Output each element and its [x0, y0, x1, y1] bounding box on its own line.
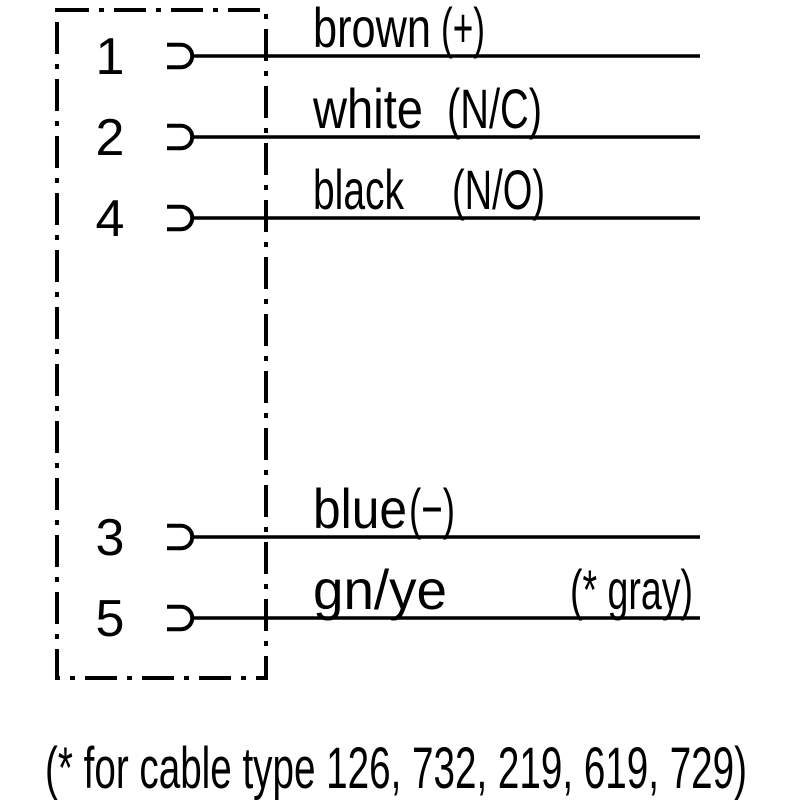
pin-socket-icon: [167, 604, 195, 632]
pin-socket-icon: [167, 204, 195, 232]
wire-color-label: blue: [313, 477, 407, 540]
wire-function-label: (* gray): [570, 558, 693, 621]
wire-function-label: (N/C): [447, 77, 542, 140]
wire-function-label: (N/O): [452, 158, 545, 221]
pin-socket-icon: [167, 42, 195, 70]
wire-function-label: (−): [409, 477, 455, 540]
pin-socket-icon: [167, 523, 195, 551]
wire-color-label: gn/ye: [313, 558, 447, 621]
pin-number: 3: [96, 509, 125, 567]
pin-row: 3 blue (−): [96, 477, 700, 567]
pin-socket-icon: [167, 123, 195, 151]
pin-row: 5 gn/ye (* gray): [96, 558, 700, 648]
pin-number: 2: [96, 109, 125, 167]
wire-color-label: brown: [313, 0, 431, 59]
pin-number: 4: [96, 190, 125, 248]
wire-color-label: white: [312, 77, 423, 140]
pin-row: 4 black (N/O): [96, 158, 700, 248]
pin-row: 2 white (N/C): [96, 77, 700, 167]
pin-number: 5: [96, 590, 125, 648]
pin-number: 1: [96, 28, 125, 86]
connector-outline: [55, 8, 268, 680]
footnote: (* for cable type 126, 732, 219, 619, 72…: [45, 736, 747, 800]
pin-row: 1 brown (+): [96, 0, 700, 86]
wire-function-label: (+): [441, 0, 485, 59]
wire-color-label: black: [313, 158, 405, 221]
